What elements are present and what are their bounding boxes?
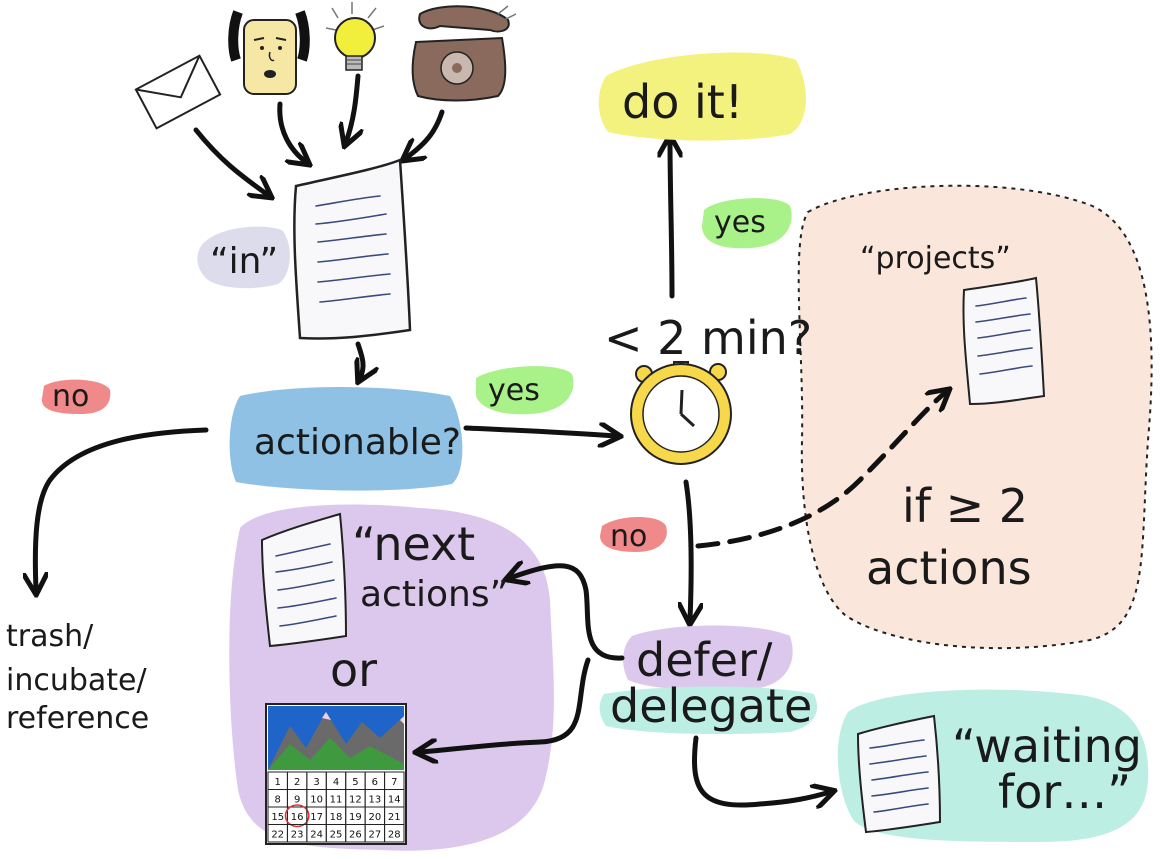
if-two-or-more-label: if ≥ 2 — [902, 479, 1028, 533]
next-actions-label-line2: actions” — [360, 574, 508, 615]
calendar-day: 2 — [294, 777, 300, 788]
calendar-day: 14 — [388, 794, 401, 805]
no-badge-left: no — [41, 379, 111, 414]
calendar-day: 18 — [330, 812, 343, 823]
alarm-clock-icon — [630, 361, 732, 465]
do-it-action: do it! — [598, 52, 807, 141]
in-label: “in” — [197, 226, 290, 289]
yes-badge-right: yes — [476, 366, 574, 415]
waiting-for-label-line1: “waiting — [952, 719, 1142, 773]
next-actions-label-line1: “next — [352, 517, 475, 571]
landscape-icon — [268, 706, 404, 770]
telephone-icon — [411, 5, 517, 102]
calendar-day: 13 — [368, 794, 381, 805]
actionable-decision: actionable? — [229, 386, 463, 491]
next-actions-document-icon — [260, 512, 348, 648]
calendar-day: 19 — [349, 812, 362, 823]
svg-text:“in”: “in” — [210, 241, 278, 282]
calendar-day: 12 — [349, 794, 362, 805]
yes-badge-up: yes — [702, 198, 792, 249]
calendar-day: 10 — [310, 794, 323, 805]
calendar-day: 20 — [368, 812, 381, 823]
lightbulb-icon — [325, 2, 385, 71]
calendar-day: 21 — [388, 812, 401, 823]
calendar-day: 23 — [291, 829, 304, 840]
calendar-day: 24 — [310, 829, 323, 840]
svg-text:delegate: delegate — [610, 679, 812, 733]
calendar-day: 6 — [372, 777, 378, 788]
svg-text:yes: yes — [714, 205, 766, 240]
calendar-day: 4 — [333, 777, 339, 788]
calendar-cell — [384, 824, 405, 843]
svg-text:actionable?: actionable? — [254, 422, 461, 463]
calendar-day: 16 — [291, 812, 304, 823]
calendar-day: 26 — [349, 829, 362, 840]
svg-text:no: no — [52, 379, 89, 414]
calendar-day: 25 — [330, 829, 343, 840]
calendar-day: 27 — [368, 829, 381, 840]
actions-label: actions — [866, 541, 1032, 595]
person-face-icon — [228, 10, 310, 95]
svg-text:defer/: defer/ — [636, 633, 773, 687]
calendar-day: 8 — [275, 794, 281, 805]
calendar-day: 9 — [294, 794, 300, 805]
calendar-day: 5 — [352, 777, 358, 788]
svg-text:yes: yes — [488, 373, 540, 408]
defer-delegate-node: defer/ delegate — [599, 625, 817, 734]
svg-text:trash/: trash/ — [6, 619, 94, 654]
projects-label: “projects” — [860, 241, 1011, 276]
calendar-day: 28 — [388, 829, 401, 840]
trash-incubate-reference-label: trash/ incubate/ reference — [6, 619, 149, 736]
calendar-day: 3 — [313, 777, 319, 788]
envelope-icon — [134, 54, 222, 130]
waiting-document-icon — [856, 714, 942, 834]
calendar-day: 11 — [330, 794, 343, 805]
calendar-day: 7 — [391, 777, 397, 788]
projects-blob — [797, 184, 1153, 650]
two-minute-question: < 2 min? — [604, 311, 812, 365]
svg-text:do it!: do it! — [622, 75, 743, 129]
project-document-icon — [962, 276, 1046, 406]
calendar-day: 1 — [275, 777, 281, 788]
calendar-circled-day — [284, 804, 310, 828]
no-badge-down: no — [600, 517, 667, 554]
or-label: or — [330, 643, 377, 697]
inbox-document-icon — [293, 158, 412, 340]
calendar-day: 17 — [310, 812, 323, 823]
calendar-day: 22 — [271, 829, 284, 840]
svg-text:no: no — [610, 519, 647, 554]
calendar-day: 15 — [271, 812, 284, 823]
svg-text:reference: reference — [6, 701, 149, 736]
svg-text:incubate/: incubate/ — [6, 663, 148, 698]
waiting-for-label-line2: for…” — [998, 765, 1131, 819]
